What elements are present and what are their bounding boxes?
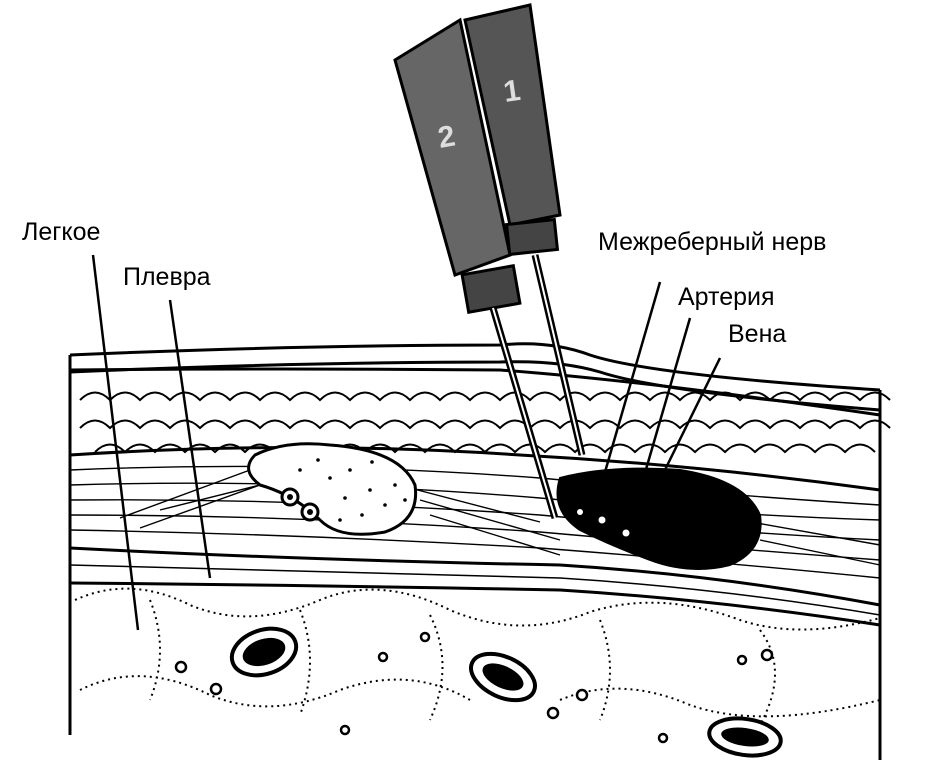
label-intercostal-nerve: Межреберный нерв — [598, 228, 826, 256]
needle-1 — [463, 3, 586, 456]
needle-2-number: 2 — [435, 119, 457, 154]
needle-2 — [393, 17, 559, 519]
label-artery: Артерия — [678, 283, 775, 311]
vein-leader-line — [658, 357, 722, 481]
lung-tissue — [74, 587, 881, 758]
skin-layer — [68, 342, 882, 760]
lung-vessel — [229, 626, 299, 678]
lung-vessel — [707, 716, 783, 758]
needle-1-number: 1 — [501, 74, 522, 109]
nerve-leader-line — [603, 281, 662, 473]
label-pleura: Плевра — [123, 263, 211, 291]
lung-vessel — [469, 651, 537, 703]
artery-leader-line — [638, 317, 692, 491]
label-lung: Легкое — [22, 218, 100, 246]
label-vein: Вена — [728, 320, 786, 348]
neurovascular-bundle — [556, 467, 762, 570]
pleura-leader-line — [168, 299, 212, 579]
rib — [247, 442, 418, 536]
pleura-layer — [69, 546, 881, 627]
leader-lines — [91, 254, 722, 631]
lung-leader-line — [91, 254, 140, 631]
